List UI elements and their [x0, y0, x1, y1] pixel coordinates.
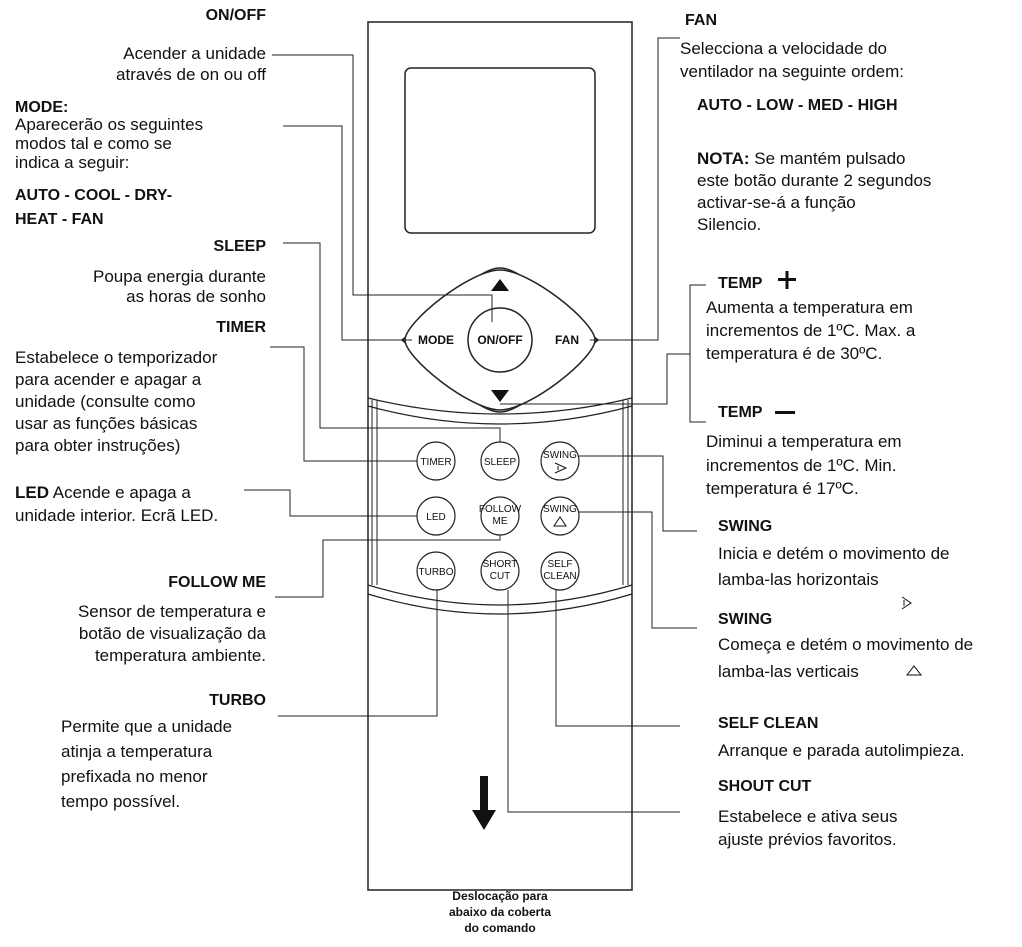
cover-down-arrow-icon [472, 776, 496, 830]
swing-horizontal-title: SWING [718, 518, 773, 535]
led-button-label: LED [426, 512, 445, 523]
note-desc-1-rest: Se mantém pulsado [749, 149, 906, 168]
mode-desc-3: indica a seguir: [15, 153, 130, 172]
shout-cut-title: SHOUT CUT [718, 778, 812, 795]
shout-cut-desc-2: ajuste prévios favoritos. [718, 830, 897, 849]
temp-up-title: TEMP [718, 275, 763, 292]
swing-vertical-desc-2: lamba-las verticais [718, 662, 859, 681]
self-clean-label-1: SELF [547, 559, 572, 570]
timer-button-label: TIMER [420, 457, 451, 468]
led-title: LED [15, 483, 49, 502]
swing-horizontal-button-label: SWING [543, 450, 577, 461]
short-cut-label-2: CUT [490, 571, 511, 582]
turbo-desc-2: atinja a temperatura [61, 742, 213, 761]
turbo-title: TURBO [209, 692, 266, 709]
note-desc-1: NOTA: Se mantém pulsado [697, 148, 905, 169]
swing-vertical-button-label: SWING [543, 504, 577, 515]
note-desc-3: activar-se-á a função [697, 193, 856, 212]
timer-desc-4: usar as funções básicas [15, 414, 198, 433]
short-cut-label-1: SHORT [483, 559, 518, 570]
mode-list-2: HEAT - FAN [15, 211, 104, 228]
note-desc-4: Silencio. [697, 215, 762, 234]
plus-icon [778, 271, 796, 289]
follow-me-title: FOLLOW ME [168, 574, 266, 591]
temp-up-desc-2: incrementos de 1ºC. Max. a [706, 321, 916, 340]
sleep-desc-2: as horas de sonho [126, 287, 266, 306]
timer-desc-1: Estabelece o temporizador [15, 348, 218, 367]
temp-down-desc-2: incrementos de 1ºC. Min. [706, 456, 897, 475]
shout-cut-desc-1: Estabelece e ativa seus [718, 807, 898, 826]
minus-icon [775, 411, 795, 414]
turbo-desc-4: tempo possível. [61, 792, 181, 811]
self-clean-desc-1: Arranque e parada autolimpieza. [718, 741, 965, 760]
turbo-button-label: TURBO [419, 567, 454, 578]
temp-down-title: TEMP [718, 404, 763, 421]
follow-me-desc-2: botão de visualização da [78, 624, 266, 643]
swing-horizontal-glyph-icon [901, 596, 912, 610]
temp-up-desc-3: temperatura é de 30ºC. [706, 344, 883, 363]
swing-horizontal-desc-1: Inicia e detém o movimento de [718, 544, 950, 563]
swing-vertical-glyph-icon [905, 665, 923, 676]
led-desc-2: unidade interior. Ecrã LED. [15, 506, 219, 525]
follow-me-label-1: FOLLOW [479, 504, 522, 515]
fan-title: FAN [685, 12, 717, 29]
lcd-display [404, 67, 596, 234]
temp-up-desc-1: Aumenta a temperatura em [706, 298, 913, 317]
timer-desc-2: para acender e apagar a [15, 370, 202, 389]
note-desc-2: este botão durante 2 segundos [697, 171, 932, 190]
fan-button-label[interactable]: FAN [555, 333, 579, 347]
note-label: NOTA: [697, 149, 750, 168]
fan-desc-1: Selecciona a velocidade do [680, 39, 887, 58]
swing-vertical-button[interactable] [540, 496, 580, 536]
swing-vertical-icon [553, 516, 567, 527]
turbo-desc-3: prefixada no menor [61, 767, 208, 786]
temp-down-arrow-icon[interactable] [491, 390, 509, 402]
mode-button-label[interactable]: MODE [418, 333, 454, 347]
onoff-button[interactable] [467, 307, 533, 373]
self-clean-button[interactable] [540, 551, 580, 591]
mode-desc-2: modos tal e como se [15, 134, 172, 153]
onoff-desc-2: através de on ou off [116, 65, 266, 84]
follow-me-desc-3: temperatura ambiente. [94, 646, 266, 665]
temp-up-arrow-icon[interactable] [491, 279, 509, 291]
sleep-desc-1: Poupa energia durante [93, 267, 266, 286]
mode-list-1: AUTO - COOL - DRY- [15, 187, 173, 204]
follow-me-label-2: ME [493, 516, 508, 527]
sleep-title: SLEEP [213, 238, 266, 255]
led-desc-1-rest: Acende e apaga a [49, 483, 191, 502]
timer-desc-5: para obter instruções) [15, 436, 181, 455]
onoff-title: ON/OFF [205, 7, 266, 24]
turbo-desc-1: Permite que a unidade [61, 717, 233, 736]
swing-horizontal-desc-2: lamba-las horizontais [718, 570, 879, 589]
short-cut-button[interactable] [480, 551, 520, 591]
cover-caption-3: do comando [464, 921, 536, 935]
mode-desc-1: Aparecerão os seguintes [15, 115, 204, 134]
self-clean-label-2: CLEAN [543, 571, 576, 582]
fan-speeds: AUTO - LOW - MED - HIGH [697, 97, 898, 114]
follow-me-desc-1: Sensor de temperatura e [77, 602, 266, 621]
mode-title: MODE: [15, 99, 69, 116]
timer-desc-3: unidade (consulte como [15, 392, 196, 411]
swing-vertical-desc-1: Começa e detém o movimento de [718, 635, 974, 654]
timer-title: TIMER [216, 319, 266, 336]
cover-caption-1: Deslocação para [452, 889, 548, 903]
swing-horizontal-icon [554, 462, 568, 474]
self-clean-title: SELF CLEAN [718, 715, 819, 732]
swing-horizontal-button[interactable] [540, 441, 580, 481]
sleep-button-label: SLEEP [484, 457, 517, 468]
led-desc-1: LED Acende e apaga a [15, 482, 191, 503]
onoff-button-label: ON/OFF [477, 333, 522, 347]
temp-down-desc-3: temperatura é 17ºC. [706, 479, 859, 498]
turbo-button[interactable] [416, 551, 456, 591]
swing-vertical-title: SWING [718, 611, 773, 628]
temp-down-desc-1: Diminui a temperatura em [706, 432, 902, 451]
leader-lines [244, 37, 706, 813]
fan-desc-2: ventilador na seguinte ordem: [680, 62, 904, 81]
cover-caption-2: abaixo da coberta [448, 905, 552, 919]
onoff-desc-1: Acender a unidade [123, 44, 266, 63]
